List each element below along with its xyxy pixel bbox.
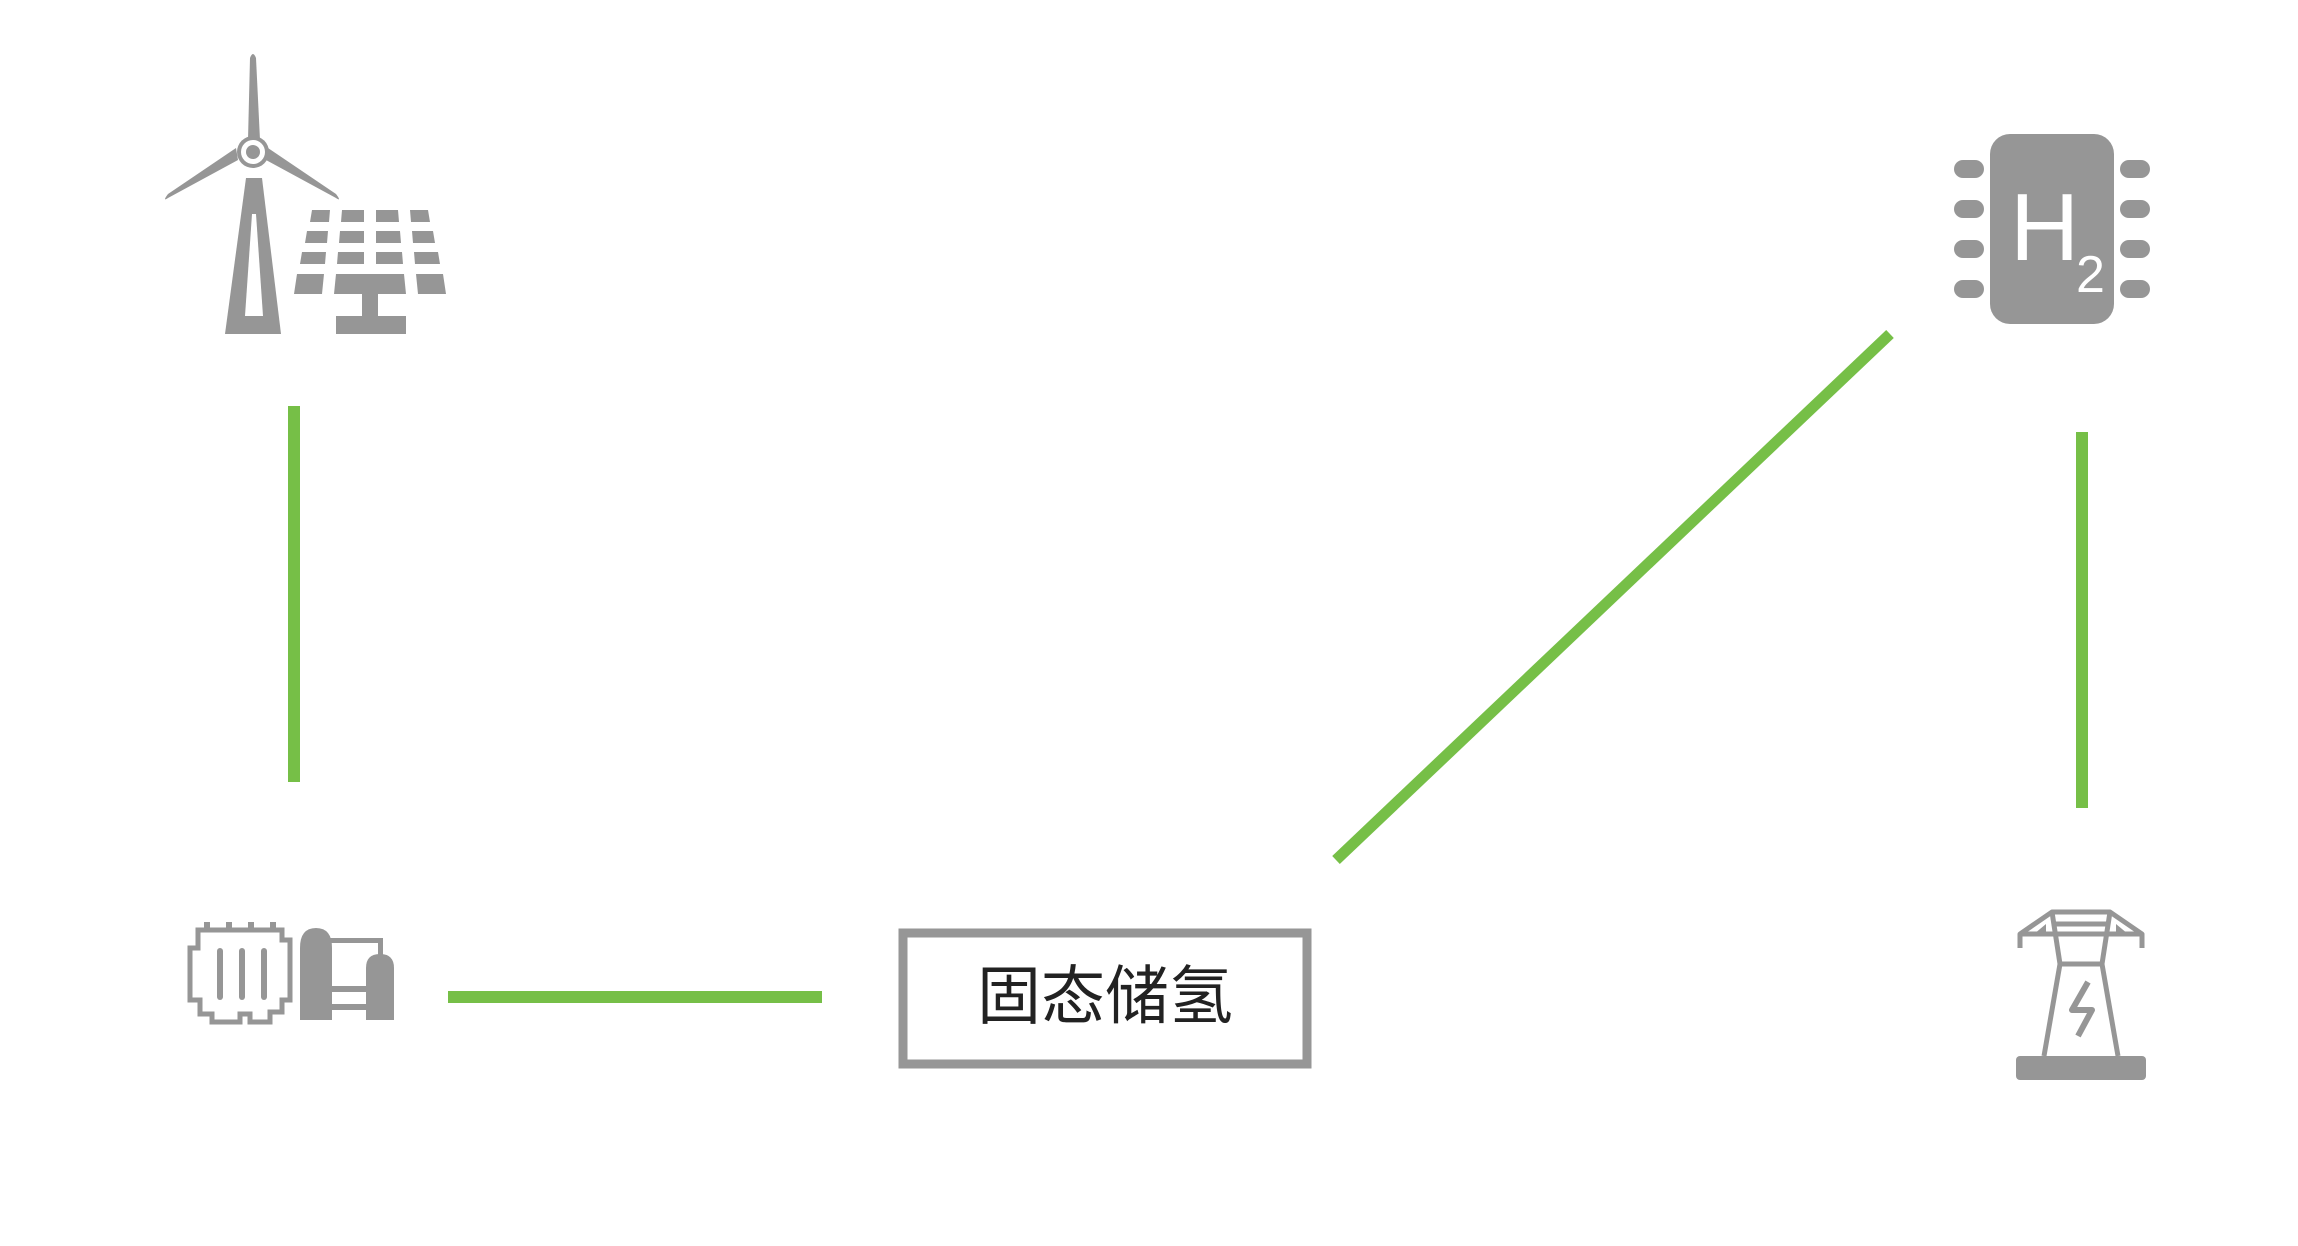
storage-box: 固态储氢 xyxy=(898,928,1312,1069)
hydrogen-subscript: 2 xyxy=(2076,246,2105,304)
wind-turbine-solar-panel-icon xyxy=(165,54,446,334)
connector-storage-hydrogen xyxy=(1332,330,1894,864)
power-tower-icon xyxy=(2016,909,2146,1080)
connectors xyxy=(288,330,2088,1003)
hydrogen-chip-icon: H 2 xyxy=(1954,134,2150,324)
hydrogen-symbol: H xyxy=(2010,174,2079,281)
storage-label: 固态储氢 xyxy=(977,961,1233,1035)
electrolysis-plant-icon xyxy=(187,922,394,1025)
